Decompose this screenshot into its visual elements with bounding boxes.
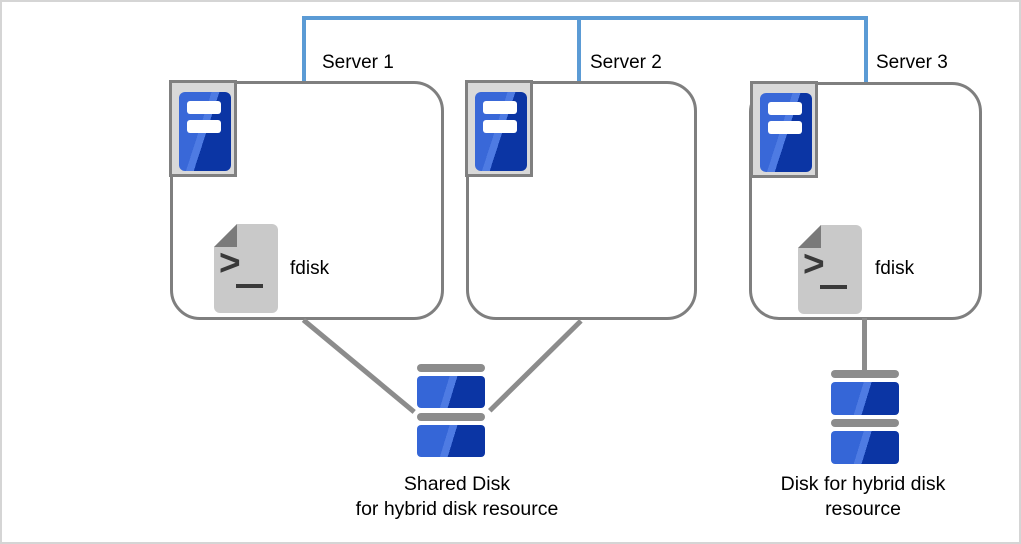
disk-platter bbox=[831, 382, 899, 415]
server1-label: Server 1 bbox=[322, 52, 394, 73]
wire-server3-to-disk bbox=[862, 318, 867, 371]
prompt-underscore-icon bbox=[820, 285, 847, 289]
network-line-drop-server3 bbox=[864, 16, 868, 84]
server-tower-icon bbox=[179, 92, 231, 171]
network-line-drop-server1 bbox=[302, 16, 306, 84]
disk-platter bbox=[417, 425, 485, 457]
server1-fdisk-label: fdisk bbox=[290, 258, 330, 279]
server2-label: Server 2 bbox=[590, 52, 662, 73]
disk-cap bbox=[831, 370, 899, 378]
fdisk-icon: > bbox=[214, 224, 278, 313]
disk-cap bbox=[417, 364, 485, 372]
hybrid-disk-caption-line1: Disk for hybrid disk bbox=[780, 473, 946, 495]
tower-slot-icon bbox=[768, 102, 802, 115]
tower-slot-icon bbox=[187, 120, 221, 133]
shared-disk-caption-line1: Shared Disk bbox=[403, 473, 511, 495]
shared-disk-caption-line2: for hybrid disk resource bbox=[355, 498, 559, 520]
server2-icon bbox=[465, 80, 533, 177]
tower-slot-icon bbox=[483, 101, 517, 114]
shared-disk-caption: Shared Disk for hybrid disk resource bbox=[356, 472, 559, 522]
prompt-chevron-icon: > bbox=[219, 242, 241, 283]
disk-platter bbox=[831, 431, 899, 464]
disk-platter bbox=[417, 376, 485, 408]
server3-label: Server 3 bbox=[876, 52, 948, 73]
tower-slot-icon bbox=[483, 120, 517, 133]
hybrid-disk-caption-line2: resource bbox=[825, 498, 901, 520]
prompt-chevron-icon: > bbox=[803, 243, 825, 284]
wire-server2-to-shared-disk bbox=[488, 319, 583, 413]
fdisk-icon: > bbox=[798, 225, 862, 314]
disk-cap bbox=[831, 419, 899, 427]
wire-server1-to-shared-disk bbox=[301, 318, 416, 414]
server1-icon bbox=[169, 80, 237, 177]
network-line-drop-server2 bbox=[577, 16, 581, 84]
hybrid-disk-caption: Disk for hybrid disk resource bbox=[781, 472, 946, 522]
disk-cap bbox=[417, 413, 485, 421]
tower-slot-icon bbox=[187, 101, 221, 114]
server3-icon bbox=[750, 81, 818, 178]
network-line-horizontal bbox=[302, 16, 868, 20]
server-tower-icon bbox=[475, 92, 527, 171]
server-tower-icon bbox=[760, 93, 812, 172]
tower-slot-icon bbox=[768, 121, 802, 134]
prompt-underscore-icon bbox=[236, 284, 263, 288]
server3-fdisk-label: fdisk bbox=[875, 258, 915, 279]
